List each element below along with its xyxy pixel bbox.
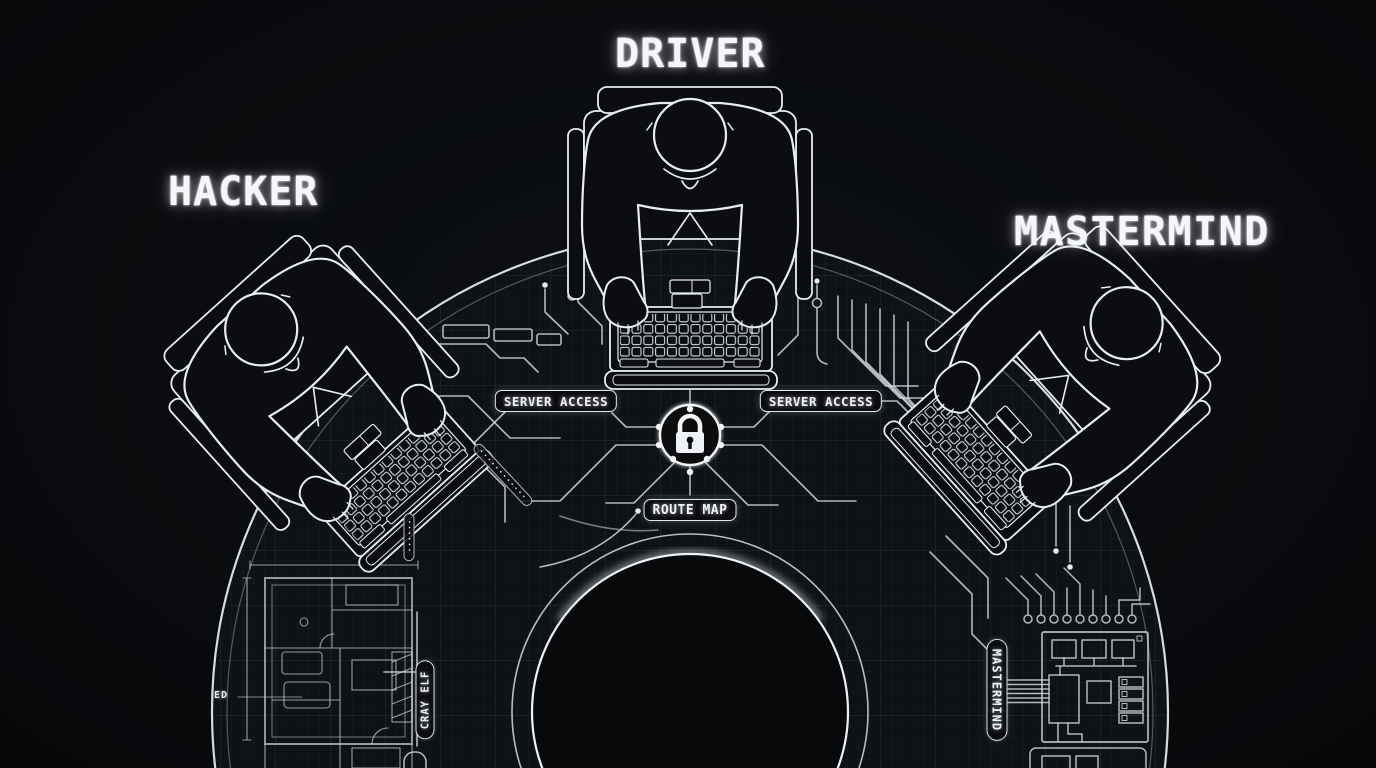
role-label-driver: DRIVER bbox=[615, 31, 766, 77]
crew-tag-left-label: CRAY ELF bbox=[415, 660, 435, 740]
inner-hole bbox=[511, 533, 869, 768]
lock-icon bbox=[658, 403, 722, 467]
server-access-right-label: SERVER ACCESS bbox=[759, 390, 883, 412]
role-label-hacker: HACKER bbox=[168, 169, 319, 215]
plan-callout-label: ED bbox=[214, 690, 229, 701]
schematic bbox=[1005, 567, 1151, 768]
lock-nodes bbox=[655, 405, 725, 476]
server-access-left-label: SERVER ACCESS bbox=[494, 390, 618, 412]
micro-label-vertical: ∙∙∙∙∙∙ bbox=[403, 513, 415, 561]
role-label-mastermind: MASTERMIND bbox=[1014, 209, 1270, 255]
route-map-label: ROUTE MAP bbox=[643, 499, 737, 521]
crew-tag-right-label: MASTERMIND bbox=[986, 638, 1008, 742]
floor-plan bbox=[237, 560, 419, 768]
terminal-rings bbox=[1005, 567, 1151, 624]
